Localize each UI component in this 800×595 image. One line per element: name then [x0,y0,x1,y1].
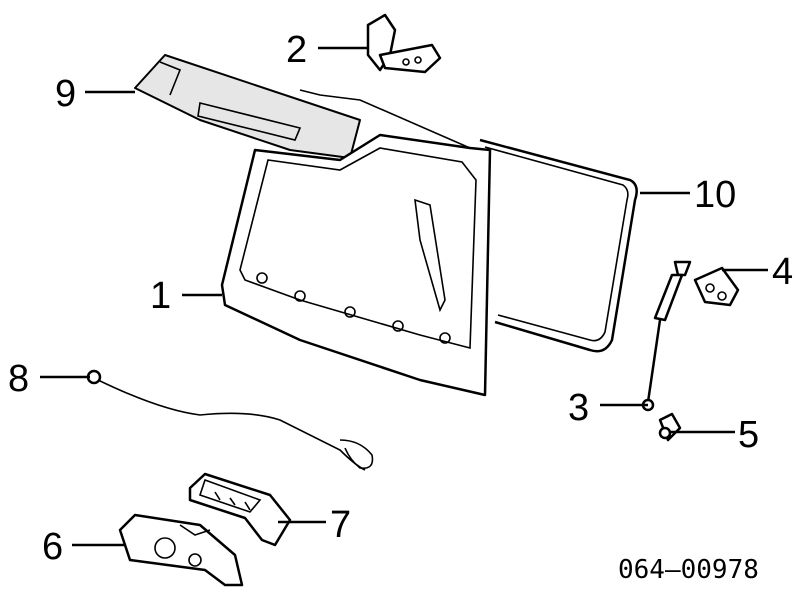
callout-labels: 1 2 3 4 5 6 7 8 9 10 [8,29,793,568]
callout-2: 2 [286,29,307,71]
callout-10: 10 [694,174,736,216]
callout-4: 4 [772,251,793,293]
part-4-bracket [693,266,740,307]
part-8-release-cable [86,369,374,471]
part-3-gas-strut [641,260,692,412]
part-10-weatherstrip [479,138,638,353]
part-2-hinge [366,13,442,74]
callout-9: 9 [55,73,76,115]
callout-7: 7 [330,504,351,546]
leader-lines [40,46,768,547]
callout-1: 1 [150,275,171,317]
part-9-header-panel [134,54,361,159]
drawing-part-number: 064–00978 [618,555,759,585]
part-1-liftgate-frame [220,89,492,397]
callout-3: 3 [568,387,589,429]
callout-6: 6 [42,526,63,568]
part-7-latch-housing [188,472,292,547]
part-6-latch-mechanism [118,513,244,587]
part-5-ball-stud [658,412,682,442]
callout-5: 5 [738,414,759,456]
callout-8: 8 [8,358,29,400]
